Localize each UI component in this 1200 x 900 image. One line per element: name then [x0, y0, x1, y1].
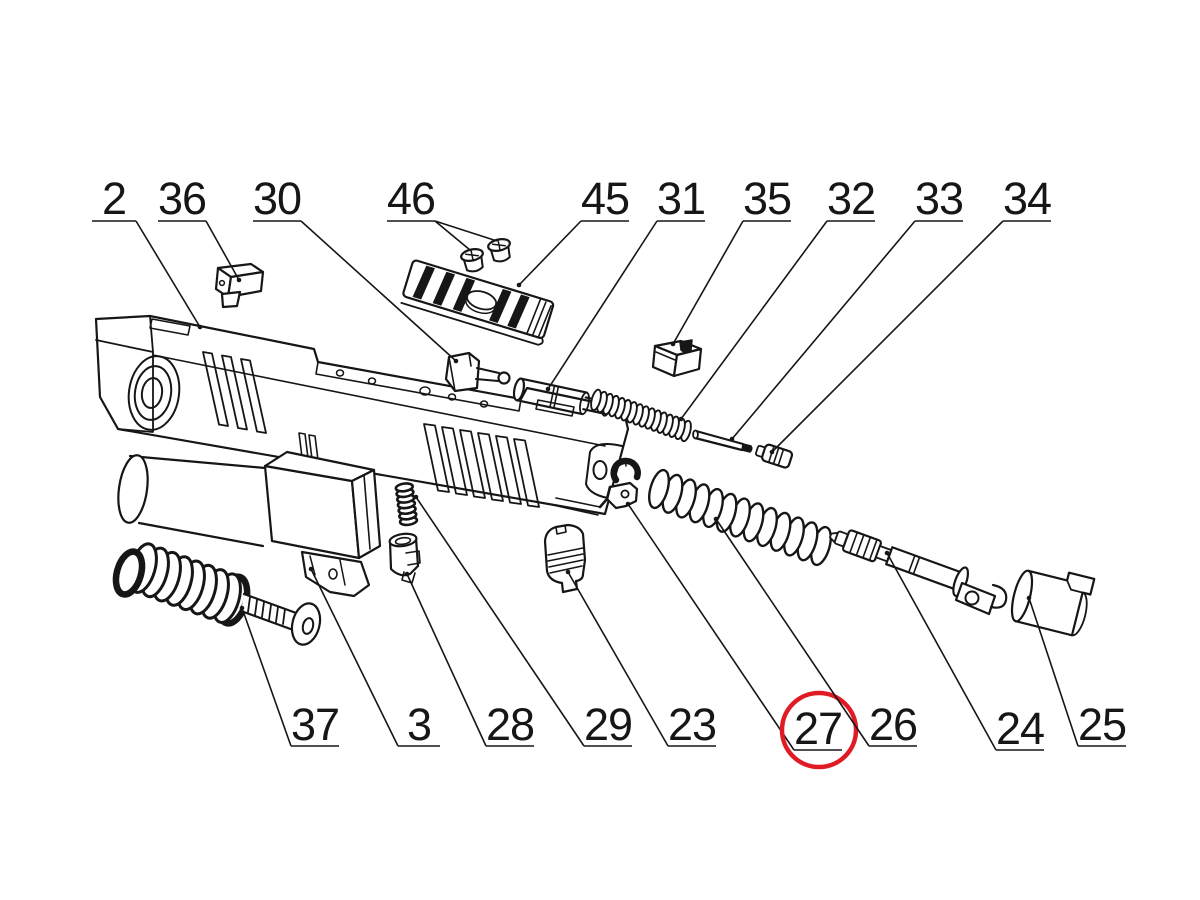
part-number-36: 36: [158, 173, 206, 224]
leader-line-2: [135, 220, 201, 328]
callout-3: 3: [308, 566, 440, 750]
callout-26: 26: [713, 516, 918, 750]
callout-30: 30: [253, 173, 459, 364]
leader-line-24: [886, 552, 997, 751]
part-number-31: 31: [657, 173, 705, 224]
callout-29: 29: [413, 494, 633, 750]
leader-dot-24: [884, 550, 890, 556]
leader-line-27: [627, 503, 795, 751]
part-number-46: 46: [387, 173, 435, 224]
part-recoil-spring-assembly: [112, 542, 322, 646]
part-firing-pin-rod: [692, 429, 753, 453]
part-plunger-spring: [394, 482, 419, 527]
part-number-25: 25: [1078, 699, 1126, 750]
part-number-27: 27: [794, 703, 842, 754]
leader-line-37: [241, 607, 292, 747]
leader-line-45: [518, 220, 582, 286]
leader-dot-3: [308, 566, 314, 572]
part-number-30: 30: [253, 173, 301, 224]
leader-dot-26: [713, 516, 719, 522]
part-barrel-cap: [1010, 569, 1096, 637]
leader-dot-31: [545, 386, 551, 392]
leader-line-29: [415, 496, 585, 747]
leader-dot-34: [769, 449, 775, 455]
callout-2: 2: [92, 173, 203, 330]
part-firing-pin-safety: [598, 457, 641, 510]
part-firing-pin-spring: [590, 388, 692, 443]
leader-line-30: [300, 220, 457, 362]
part-mounting-screws: [460, 238, 511, 273]
leader-line-36: [205, 220, 240, 281]
part-number-33: 33: [915, 173, 963, 224]
leader-dot-32: [678, 416, 684, 422]
callout-37: 37: [239, 605, 340, 750]
part-guide-rod: [829, 529, 1008, 616]
leader-dot-29: [413, 494, 419, 500]
leader-line-25: [1028, 597, 1079, 747]
leader-dot-23: [565, 569, 571, 575]
part-number-28: 28: [486, 699, 534, 750]
callout-24: 24: [884, 550, 1045, 754]
part-slide: [94, 314, 630, 516]
part-number-45: 45: [581, 173, 629, 224]
part-number-3: 3: [407, 699, 431, 750]
leader-line-46: [434, 220, 498, 242]
leader-line-28: [406, 573, 487, 747]
leader-line-3: [310, 568, 399, 747]
leader-dot-37: [239, 605, 245, 611]
part-number-32: 32: [827, 173, 875, 224]
callout-32: 32: [678, 173, 876, 422]
callout-34: 34: [769, 173, 1052, 455]
part-optic-cover-plate: [400, 259, 555, 346]
leader-dot-28: [404, 571, 410, 577]
leader-dot-27: [625, 501, 631, 507]
leader-dot-30: [453, 358, 459, 364]
part-barrel: [117, 450, 382, 598]
leader-line-34: [771, 220, 1004, 453]
leader-line-33: [731, 220, 916, 440]
part-number-26: 26: [869, 699, 917, 750]
highlight-circle-27: [779, 690, 859, 770]
callout-35: 35: [670, 173, 792, 347]
leader-dot-25: [1026, 595, 1032, 601]
part-number-34: 34: [1003, 173, 1051, 224]
callout-46: 46: [387, 173, 498, 251]
leader-line-23: [567, 571, 669, 747]
leader-dot-33: [729, 436, 735, 442]
callout-33: 33: [729, 173, 964, 442]
part-recoil-spring: [648, 468, 832, 567]
leader-line-32: [680, 220, 828, 420]
part-extractor: [444, 351, 511, 393]
callouts-layer: 2 36 30 46 45 31 35 32 33 34 37 3 28 29 23 27 26 24 25: [92, 173, 1127, 770]
leader-line-26: [715, 518, 870, 747]
leader-line-31: [547, 220, 658, 390]
leader-dot-2: [197, 324, 203, 330]
part-backplate: [543, 523, 587, 594]
part-number-2: 2: [102, 173, 126, 224]
part-number-23: 23: [668, 699, 716, 750]
part-plunger: [388, 532, 421, 584]
leader-line-46: [434, 220, 471, 251]
callout-23: 23: [565, 569, 717, 750]
callout-36: 36: [158, 173, 242, 283]
leader-dot-36: [236, 277, 242, 283]
callout-28: 28: [404, 571, 535, 750]
callout-45: 45: [516, 173, 630, 288]
callout-27: 27: [625, 501, 859, 770]
leader-dot-35: [670, 341, 676, 347]
leader-line-35: [672, 220, 744, 345]
part-number-29: 29: [584, 699, 632, 750]
leader-dot-45: [516, 282, 522, 288]
part-rear-sight: [651, 339, 703, 378]
part-number-37: 37: [291, 699, 339, 750]
part-number-24: 24: [996, 703, 1044, 754]
callout-25: 25: [1026, 595, 1127, 750]
callout-31: 31: [545, 173, 706, 392]
part-front-sight: [214, 262, 265, 309]
part-number-35: 35: [743, 173, 791, 224]
part-spring-retainer: [755, 443, 794, 469]
